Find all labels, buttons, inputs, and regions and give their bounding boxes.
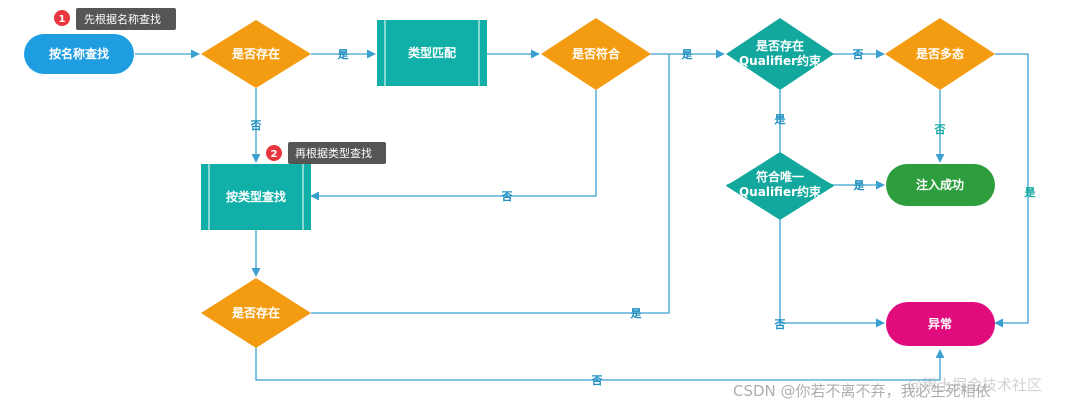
decision-unique-qualifier-line2: Qualifier约束 [739,184,822,199]
edge-poly-yes-to-exception [994,53,1029,328]
tip-2-text: 再根据类型查找 [295,146,372,160]
edge-unique-no-to-exception [779,210,885,328]
label-typeexists-no: 否 [591,374,603,387]
process-find-by-type-label: 按类型查找 [226,189,286,204]
process-type-match-label: 类型匹配 [408,45,456,60]
svg-text:2: 2 [271,149,278,160]
label-unique-yes: 是 [853,179,866,192]
label-poly-yes: 是 [1024,186,1037,199]
node-start: 按名称查找 [24,34,134,74]
decision-qualifier-exists-line2: Qualifier约束 [739,53,822,68]
badge-1-icon [54,10,70,26]
label-typeexists-yes: 是 [630,307,643,320]
node-start-label: 按名称查找 [49,46,109,61]
terminal-inject-success: 注入成功 [886,164,995,206]
edge-matches-no-to-findtype [310,90,597,201]
tip-1-text: 先根据名称查找 [84,12,161,26]
edge-typeexists-yes-to-qualifier [311,54,670,314]
label-qualifier-yes: 是 [774,113,787,126]
terminal-exception-label: 异常 [928,316,952,331]
watermark: CSDN @你若不离不弃，我必生死相依 [733,382,991,400]
decision-exists-name: 是否存在 [201,20,311,88]
decision-matches: 是否符合 [541,18,651,90]
decision-polymorphic: 是否多态 [885,18,995,90]
edge-typeexists-no-to-exception [255,348,945,381]
terminal-exception: 异常 [886,302,995,346]
label-qualifier-no: 否 [852,48,864,61]
decision-qualifier-exists-line1: 是否存在 [755,38,804,53]
edges [135,49,1029,381]
label-name-exists-yes: 是 [337,48,350,61]
terminal-inject-success-label: 注入成功 [916,177,964,192]
watermark-overlay: @稀土掘金技术社区 [907,376,1042,394]
label-name-exists-no: 否 [250,119,262,132]
decision-unique-qualifier-line1: 符合唯一 [756,169,804,184]
process-find-by-type: 按类型查找 [201,164,311,230]
decision-unique-qualifier: 符合唯一 Qualifier约束 [726,152,834,220]
decision-qualifier-exists: 是否存在 Qualifier约束 [726,18,834,90]
badge-2-icon [266,145,282,161]
annotation-tip-1: 1 先根据名称查找 [54,8,176,30]
process-type-match: 类型匹配 [377,20,487,86]
decision-exists-type-label: 是否存在 [231,305,280,320]
annotation-tip-2: 2 再根据类型查找 [266,142,386,164]
label-matches-yes: 是 [681,48,694,61]
label-unique-no: 否 [774,318,786,331]
decision-polymorphic-label: 是否多态 [915,46,964,61]
decision-exists-type: 是否存在 [201,278,311,348]
svg-text:1: 1 [59,14,66,25]
decision-exists-name-label: 是否存在 [231,46,280,61]
label-matches-no: 否 [501,190,513,203]
label-poly-no: 否 [934,123,946,136]
decision-matches-label: 是否符合 [571,46,621,61]
